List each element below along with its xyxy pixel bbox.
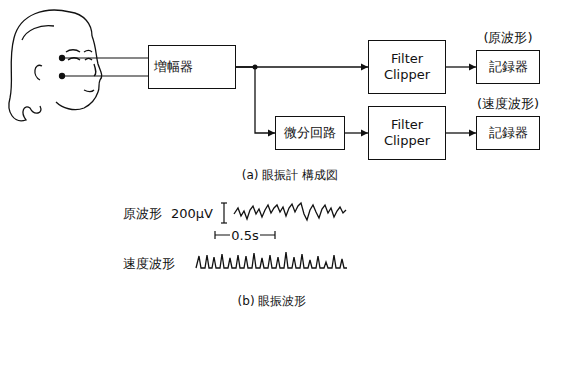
recorder-box: 記録器	[476, 50, 540, 84]
velocity-waveform	[196, 252, 347, 268]
signal-line	[345, 130, 368, 137]
raw-waveform	[234, 203, 346, 220]
signal-line	[446, 64, 476, 71]
waveform-label: (速度波形)	[476, 96, 540, 112]
signal-name: 原波形	[122, 206, 163, 222]
filter-clipper-box: Filter Clipper	[368, 106, 446, 160]
signal-line	[446, 130, 476, 137]
box-text: 増幅器	[154, 59, 193, 75]
box-text: 記録器	[489, 59, 528, 75]
box-text: Filter Clipper	[376, 117, 438, 150]
box-text: 微分回路	[284, 125, 336, 141]
waveform-label: (原波形)	[482, 30, 533, 46]
figure-caption: (a) 眼振計 構成図	[241, 168, 339, 182]
scale-bar	[221, 203, 227, 223]
time-scale: 0.5s	[230, 228, 259, 244]
signal-line	[236, 64, 368, 71]
box-text: 記録器	[489, 125, 528, 141]
signal-line	[236, 65, 275, 137]
scale-value: 200μV	[170, 206, 214, 222]
recorder-box: 記録器	[476, 116, 540, 150]
amplifier-box: 増幅器	[148, 45, 236, 89]
differentiator-box: 微分回路	[275, 116, 345, 150]
box-text: Filter Clipper	[376, 51, 438, 84]
filter-clipper-box: Filter Clipper	[368, 40, 446, 94]
figure-caption: (b) 眼振波形	[237, 294, 308, 308]
signal-name: 速度波形	[122, 256, 176, 272]
face-drawing	[9, 10, 102, 121]
electrode-wire	[62, 58, 148, 76]
